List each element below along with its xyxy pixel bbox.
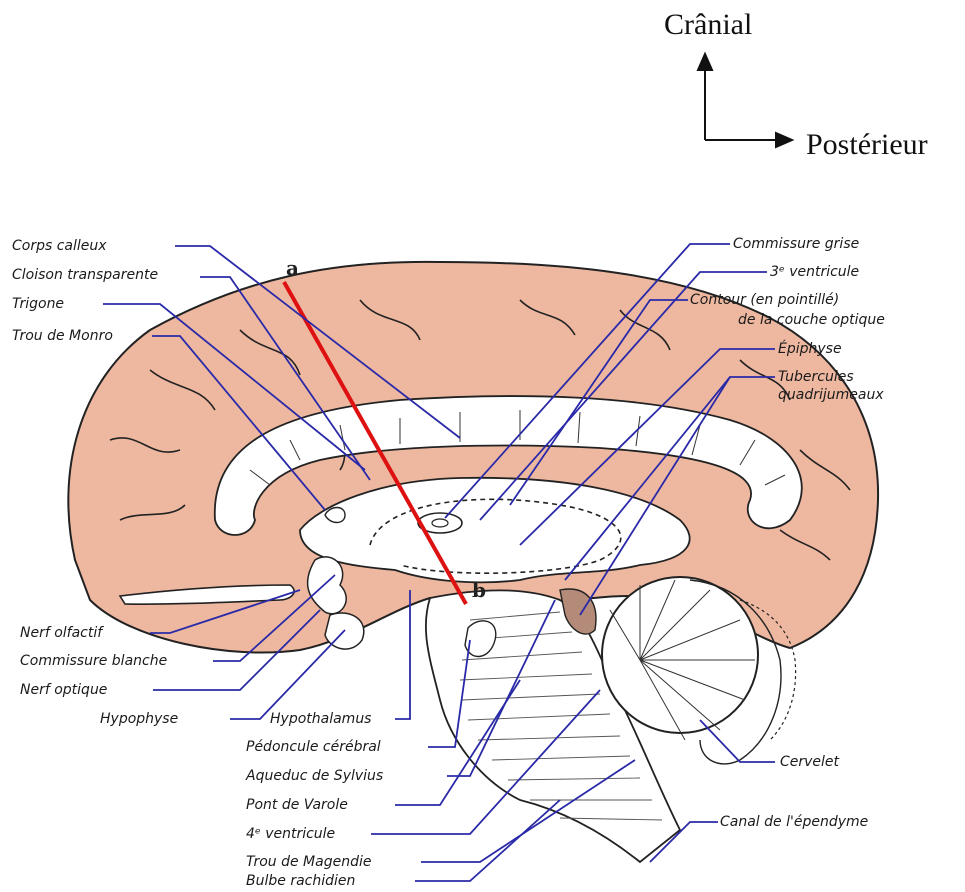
label-canal-ependyme: Canal de l'épendyme [720, 814, 868, 830]
label-cervelet: Cervelet [780, 754, 839, 770]
label-aqueduc-de-sylvius: Aqueduc de Sylvius [246, 768, 383, 784]
cut-end-letter: b [472, 578, 486, 602]
label-trigone: Trigone [12, 296, 64, 312]
label-nerf-olfactif: Nerf olfactif [20, 625, 102, 641]
label-pedoncule-cerebral: Pédoncule cérébral [246, 739, 381, 755]
label-hypothalamus: Hypothalamus [270, 711, 371, 727]
label-quadrijumeaux: quadrijumeaux [778, 387, 884, 403]
label-commissure-blanche: Commissure blanche [20, 653, 167, 669]
label-quatrieme-ventricule: 4ᵉ ventricule [246, 826, 335, 842]
label-pont-de-varole: Pont de Varole [246, 797, 348, 813]
label-commissure-grise: Commissure grise [733, 236, 859, 252]
orientation-arrows [698, 54, 792, 147]
label-tubercules: Tubercules [778, 369, 854, 385]
label-contour-couche-optique-2: de la couche optique [738, 312, 885, 328]
label-bulbe-rachidien: Bulbe rachidien [246, 873, 355, 889]
label-nerf-optique: Nerf optique [20, 682, 107, 698]
label-epiphyse: Épiphyse [778, 341, 842, 357]
label-contour-couche-optique-1: Contour (en pointillé) [690, 292, 839, 308]
label-troisieme-ventricule: 3ᵉ ventricule [770, 264, 859, 280]
label-corps-calleux: Corps calleux [12, 238, 107, 254]
cut-start-letter: a [286, 256, 299, 280]
label-trou-de-monro: Trou de Monro [12, 328, 113, 344]
label-cloison-transparente: Cloison transparente [12, 267, 158, 283]
label-trou-de-magendie: Trou de Magendie [246, 854, 371, 870]
label-hypophyse: Hypophyse [100, 711, 178, 727]
